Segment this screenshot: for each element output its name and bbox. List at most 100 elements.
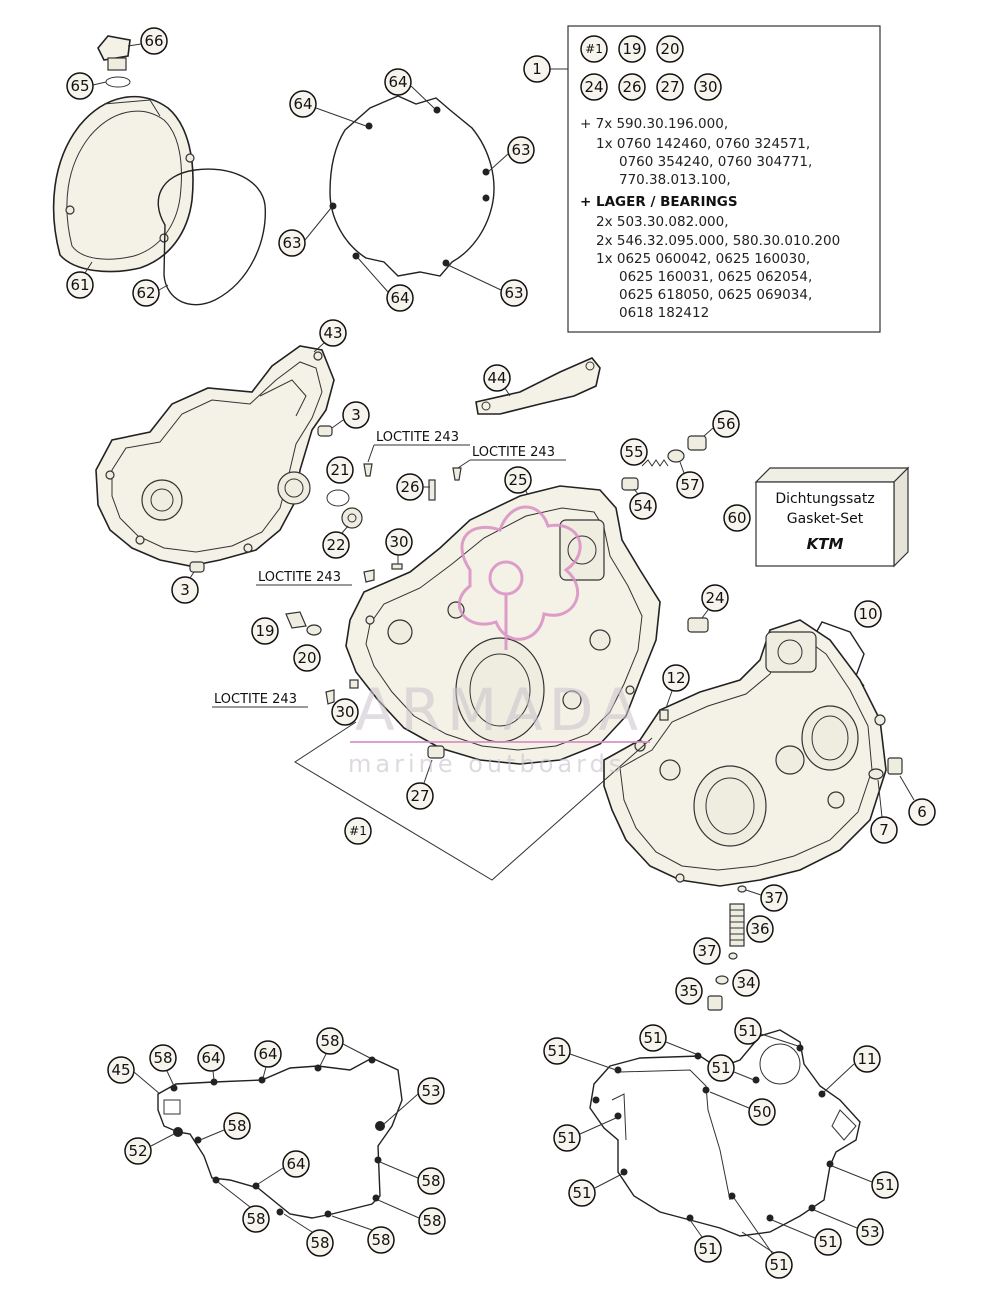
callout-61: 61 (66, 271, 94, 299)
callout-57: 57 (676, 471, 704, 499)
svg-text:30: 30 (389, 533, 408, 551)
svg-text:21: 21 (330, 461, 349, 479)
svg-text:10: 10 (858, 605, 877, 623)
svg-text:58: 58 (246, 1210, 265, 1228)
svg-text:20: 20 (660, 40, 679, 58)
callout-36: 36 (746, 915, 774, 943)
svg-text:6: 6 (917, 803, 927, 821)
inner-clutch-cover (95, 345, 335, 567)
info-box-frame (567, 25, 881, 333)
crankcase-right-half (603, 619, 887, 887)
info-line-8: 1x 0625 060042, 0625 160030, (596, 251, 810, 267)
svg-text:30: 30 (335, 703, 354, 721)
svg-text:51: 51 (711, 1059, 730, 1077)
svg-text:50: 50 (752, 1103, 771, 1121)
svg-text:51: 51 (557, 1129, 576, 1147)
callout-21: 21 (326, 456, 354, 484)
callout-52: 52 (124, 1137, 152, 1165)
callout-53-b: 53 (856, 1218, 884, 1246)
svg-text:57: 57 (680, 476, 699, 494)
watermark-brand: ARMADA (355, 676, 644, 744)
callout-51-j: 51 (765, 1251, 793, 1279)
ktm-logo: KTM (807, 535, 844, 553)
callout-24: 24 (701, 584, 729, 612)
callout-30-bottom: 30 (331, 698, 359, 726)
screw-12 (659, 709, 669, 721)
callout-55: 55 (620, 438, 648, 466)
gasket-set-box: Dichtungssatz Gasket-Set KTM 60 (723, 466, 910, 568)
screw-30-bottom (349, 679, 359, 689)
callout-64-top-left: 64 (289, 90, 317, 118)
oring-21 (326, 489, 350, 507)
callout-51-c: 51 (734, 1017, 762, 1045)
svg-text:64: 64 (258, 1045, 277, 1063)
callout-19: 19 (251, 617, 279, 645)
drain-plug-6 (887, 757, 903, 775)
washer-20 (306, 624, 322, 636)
callout-63-bottom: 63 (500, 279, 528, 307)
svg-text:58: 58 (227, 1117, 246, 1135)
callout-6: 6 (908, 798, 936, 826)
callout-34: 34 (732, 969, 760, 997)
crankcase-gasket-right (589, 1029, 861, 1237)
svg-text:63: 63 (511, 141, 530, 159)
spring-55 (641, 459, 669, 467)
svg-text:60: 60 (727, 509, 746, 527)
washer-57 (667, 449, 685, 463)
svg-text:30: 30 (698, 78, 717, 96)
callout-54: 54 (629, 492, 657, 520)
svg-text:51: 51 (698, 1240, 717, 1258)
watermark: ARMADA marine outboards (348, 505, 650, 778)
svg-text:27: 27 (660, 78, 679, 96)
svg-text:26: 26 (622, 78, 641, 96)
svg-text:51: 51 (875, 1176, 894, 1194)
screw-30-top (391, 563, 403, 570)
callout-63-right: 63 (507, 136, 535, 164)
svg-text:LOCTITE 243: LOCTITE 243 (214, 692, 297, 707)
svg-text:51: 51 (643, 1029, 662, 1047)
gasket-set-line1: Dichtungssatz (775, 491, 874, 507)
svg-text:64: 64 (286, 1155, 305, 1173)
svg-text:24: 24 (705, 589, 724, 607)
callout-64-f: 64 (282, 1150, 310, 1178)
info-line-9: 0625 160031, 0625 062054, (619, 269, 812, 285)
svg-text:58: 58 (421, 1172, 440, 1190)
svg-text:64: 64 (390, 289, 409, 307)
kit-callout-26: 26 (618, 73, 646, 101)
clutch-cover-gasket-62 (157, 168, 267, 306)
svg-text:27: 27 (410, 787, 429, 805)
callout-51-i: 51 (814, 1228, 842, 1256)
svg-text:64: 64 (293, 95, 312, 113)
kit-callout-24: 24 (580, 73, 608, 101)
callout-1: 1 (523, 55, 551, 83)
svg-text:37: 37 (697, 942, 716, 960)
svg-text:7: 7 (879, 821, 889, 839)
svg-text:51: 51 (769, 1256, 788, 1274)
info-line-11: 0618 182412 (619, 305, 709, 321)
svg-text:3: 3 (180, 581, 190, 599)
screw-plug-35 (707, 995, 723, 1011)
callout-56: 56 (712, 410, 740, 438)
callout-58-e: 58 (242, 1205, 270, 1233)
stud-26 (428, 479, 436, 501)
callout-3-bottom: 3 (171, 576, 199, 604)
svg-text:26: 26 (400, 478, 419, 496)
kit-callout-20: 20 (656, 35, 684, 63)
svg-text:58: 58 (422, 1212, 441, 1230)
outer-clutch-cover (52, 95, 195, 273)
svg-text:63: 63 (282, 234, 301, 252)
callout-30-top: 30 (385, 528, 413, 556)
callout-43: 43 (319, 319, 347, 347)
svg-text:65: 65 (70, 77, 89, 95)
callout-12: 12 (662, 664, 690, 692)
callout-63-left: 63 (278, 229, 306, 257)
info-line-bearings: + LAGER / BEARINGS (580, 194, 738, 210)
svg-text:55: 55 (624, 443, 643, 461)
gasket-set-line2: Gasket-Set (787, 511, 864, 527)
callout-58-f: 58 (306, 1229, 334, 1257)
callout-27: 27 (406, 782, 434, 810)
kit-callout-19: 19 (618, 35, 646, 63)
watermark-tagline: marine outboards (348, 750, 625, 778)
svg-text:58: 58 (371, 1231, 390, 1249)
